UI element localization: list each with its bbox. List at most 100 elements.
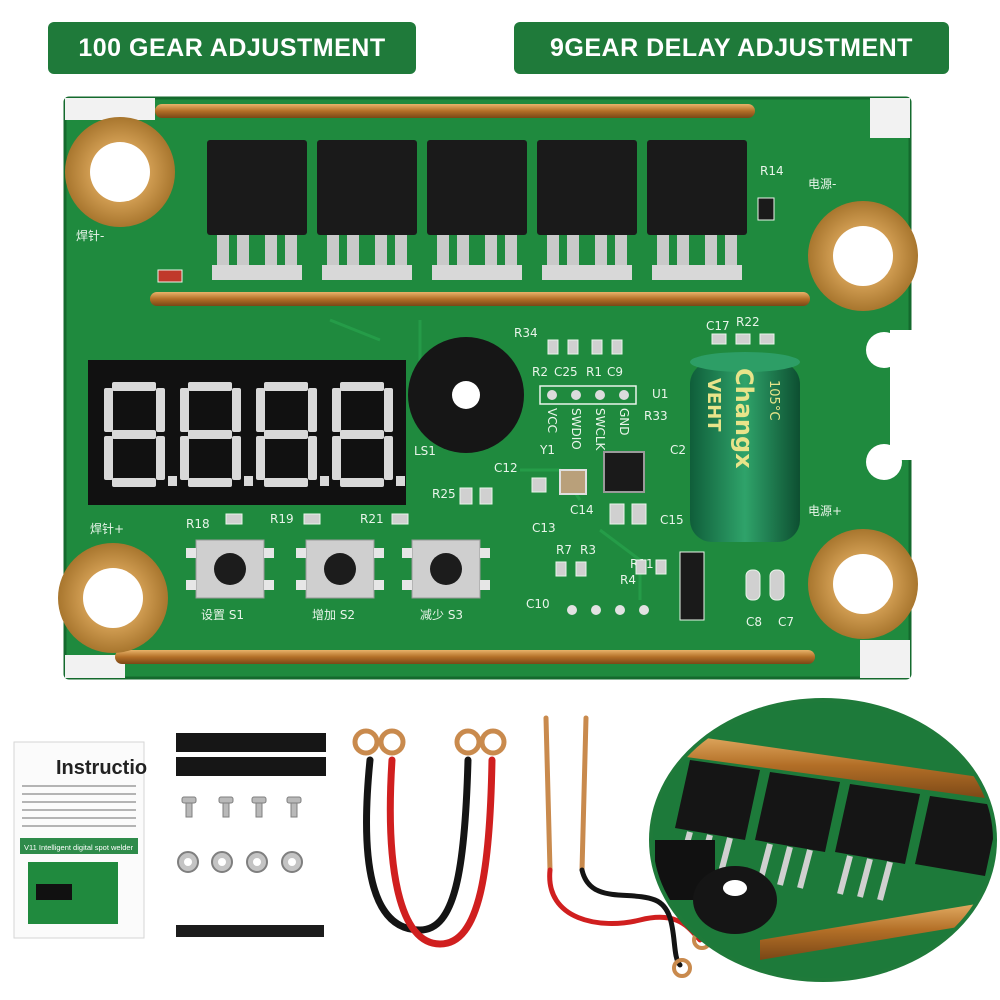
label-r1: R1 bbox=[586, 365, 602, 379]
display-segment bbox=[384, 388, 393, 432]
display-decimal-point bbox=[396, 476, 405, 486]
banner-gear-adjustment-text: 100 GEAR ADJUSTMENT bbox=[78, 33, 386, 62]
display-segment bbox=[112, 478, 156, 487]
label-r34: R34 bbox=[514, 326, 538, 340]
smd-components bbox=[157, 197, 785, 621]
display-segment bbox=[308, 436, 317, 480]
label-weld-negative: 焊针- bbox=[76, 228, 104, 243]
heat-shrink-tube-2 bbox=[176, 757, 326, 776]
label-r2: R2 bbox=[532, 365, 548, 379]
screws bbox=[181, 796, 302, 818]
button-s1[interactable]: 设置 S1 bbox=[186, 539, 274, 622]
label-r22: R22 bbox=[736, 315, 760, 329]
display-digit bbox=[104, 382, 177, 487]
display-segment bbox=[384, 436, 393, 480]
microcontroller-chip bbox=[603, 451, 645, 493]
banner-delay-adjustment: 9GEAR DELAY ADJUSTMENT bbox=[514, 22, 949, 74]
display-decimal-point bbox=[320, 476, 329, 486]
display-segment bbox=[112, 382, 156, 391]
label-c2: C2 bbox=[670, 443, 686, 457]
copper-bar-bottom bbox=[115, 650, 815, 664]
display-segment bbox=[332, 436, 341, 480]
power-cables bbox=[352, 728, 507, 948]
display-segment bbox=[188, 382, 232, 391]
programming-header: VCC SWDIO SWCLK GND bbox=[539, 385, 637, 452]
capacitor-series-text: VEHT bbox=[703, 378, 724, 432]
label-r19: R19 bbox=[270, 512, 294, 526]
label-r18: R18 bbox=[186, 517, 210, 531]
display-segment bbox=[188, 478, 232, 487]
display-segment bbox=[188, 430, 232, 439]
label-r21: R21 bbox=[360, 512, 384, 526]
pin-vcc: VCC bbox=[545, 408, 559, 433]
copper-bar-middle bbox=[150, 292, 810, 306]
display-segment bbox=[232, 388, 241, 432]
banner-delay-adjustment-text: 9GEAR DELAY ADJUSTMENT bbox=[550, 33, 913, 62]
display-digit bbox=[256, 382, 329, 487]
pin-gnd: GND bbox=[617, 408, 631, 436]
label-power-positive: 电源+ bbox=[808, 504, 842, 518]
display-segment bbox=[232, 436, 241, 480]
capacitor-temp-text: 105°C bbox=[766, 380, 781, 420]
button-s2-label: 增加 S2 bbox=[312, 608, 355, 622]
label-c13: C13 bbox=[532, 521, 556, 535]
display-segment bbox=[104, 388, 113, 432]
copper-bar-top bbox=[155, 104, 755, 118]
heat-shrink-tube-1 bbox=[176, 733, 326, 752]
electrolytic-capacitor: Changx VEHT 105°C bbox=[690, 352, 800, 542]
display-segment bbox=[256, 388, 265, 432]
display-segment bbox=[340, 382, 384, 391]
label-c10: C10 bbox=[526, 597, 550, 611]
display-segment bbox=[180, 436, 189, 480]
label-c9: C9 bbox=[607, 365, 623, 379]
label-c7: C7 bbox=[778, 615, 794, 629]
button-s2[interactable]: 增加 S2 bbox=[296, 539, 384, 622]
label-weld-positive: 焊针+ bbox=[90, 521, 124, 536]
display-segment bbox=[264, 382, 308, 391]
label-power-negative: 电源- bbox=[808, 177, 836, 191]
label-r14: R14 bbox=[760, 164, 784, 178]
label-c25: C25 bbox=[554, 365, 578, 379]
pin-swclk: SWCLK bbox=[593, 408, 607, 452]
label-r7: R7 bbox=[556, 543, 572, 557]
label-c12: C12 bbox=[494, 461, 518, 475]
manual-subtitle: V11 Intelligent digital spot welder bbox=[24, 843, 134, 852]
display-segment bbox=[112, 430, 156, 439]
crystal-oscillator bbox=[559, 469, 587, 495]
button-s1-label: 设置 S1 bbox=[201, 608, 244, 622]
label-u1: U1 bbox=[652, 387, 668, 401]
capacitor-brand-text: Changx bbox=[730, 368, 758, 469]
display-digit bbox=[332, 382, 405, 487]
label-c14: C14 bbox=[570, 503, 594, 517]
button-s3[interactable]: 减少 S3 bbox=[402, 539, 490, 622]
pin-swdio: SWDIO bbox=[569, 408, 583, 450]
display-segment bbox=[256, 436, 265, 480]
footprint-pads bbox=[567, 605, 649, 615]
display-segment bbox=[340, 478, 384, 487]
zoom-inset bbox=[649, 698, 997, 982]
label-r33: R33 bbox=[644, 409, 668, 423]
display-segment bbox=[156, 388, 165, 432]
label-y1: Y1 bbox=[539, 443, 555, 457]
label-r3: R3 bbox=[580, 543, 596, 557]
button-s3-label: 减少 S3 bbox=[420, 608, 463, 622]
display-decimal-point bbox=[168, 476, 177, 486]
label-ls1: LS1 bbox=[414, 444, 436, 458]
manual-title: Instructio bbox=[56, 757, 147, 779]
display-segment bbox=[180, 388, 189, 432]
display-segment bbox=[332, 388, 341, 432]
display-segment bbox=[156, 436, 165, 480]
mounting-pads bbox=[58, 117, 918, 653]
display-segment bbox=[308, 388, 317, 432]
display-decimal-point bbox=[244, 476, 253, 486]
display-segment bbox=[264, 478, 308, 487]
label-c17: C17 bbox=[706, 319, 730, 333]
display-segment bbox=[264, 430, 308, 439]
mosfet-row bbox=[207, 140, 747, 280]
label-c15: C15 bbox=[660, 513, 684, 527]
buzzer bbox=[408, 337, 524, 453]
nuts bbox=[177, 851, 303, 873]
instruction-manual: Instructio V11 Intelligent digital spot … bbox=[13, 741, 147, 939]
display-digit bbox=[180, 382, 253, 487]
